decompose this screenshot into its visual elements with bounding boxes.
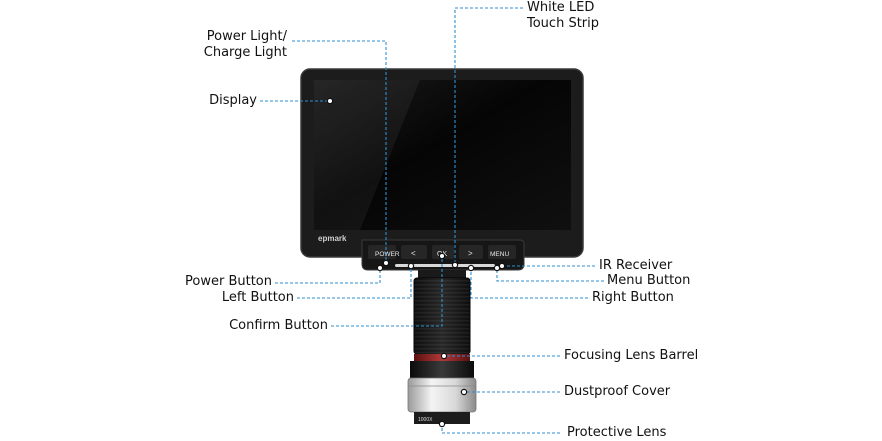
label-menu-button: Menu Button [607,273,691,288]
label-white-led-line2: Touch Strip [527,16,600,31]
label-white-led: White LED Touch Strip [527,0,599,32]
dot-power-light [382,259,390,267]
label-white-led-line1: White LED [527,0,595,15]
label-power-light-line1: Power Light/ [206,29,287,44]
leader-white-led [454,7,523,265]
right-key [459,245,483,259]
leader-left-button [297,267,412,299]
dot-confirm-button [438,252,446,260]
dot-display [326,97,334,105]
dustproof-cover [407,377,477,413]
label-left-button: Left Button [221,290,294,305]
leader-protective-lens [441,424,560,434]
label-protective-lens: Protective Lens [567,425,667,440]
brand-logo: epmark [318,234,347,243]
leader-confirm-button [331,255,443,327]
label-confirm-button: Confirm Button [229,318,328,333]
lens-marking: 1000X [418,417,433,423]
label-ir-receiver: IR Receiver [599,258,673,273]
dot-dustproof-cover [460,388,468,396]
lens-tip-ring [414,412,470,424]
power-key-label: POWER [375,251,400,258]
dot-focusing-barrel [440,352,448,360]
screen-glare [314,80,420,230]
label-power-light: Power Light/ Charge Light [160,29,287,61]
left-key [401,245,427,259]
menu-key [488,245,516,259]
label-dustproof-cover: Dustproof Cover [564,384,671,399]
leader-right-button [470,268,588,299]
label-right-button: Right Button [592,290,674,305]
dot-left-button [407,262,415,270]
leader-power-light [292,40,387,263]
right-key-label: > [468,249,473,258]
label-power-light-line2: Charge Light [203,45,287,60]
leader-power-button [275,268,381,284]
label-display: Display [209,93,257,108]
power-key [368,245,396,259]
left-key-label: < [411,249,416,258]
dot-power-button [376,264,384,272]
menu-key-label: MENU [490,251,509,258]
label-power-button: Power Button [185,274,272,289]
dot-white-led [451,261,459,269]
dot-protective-lens [438,420,446,428]
dot-menu-button [493,264,501,272]
display-screen [314,80,571,230]
ok-key [432,245,454,259]
lens-tube [410,361,474,378]
leader-menu-button [496,268,604,282]
label-focusing-barrel: Focusing Lens Barrel [564,348,699,363]
dot-right-button [467,264,475,272]
